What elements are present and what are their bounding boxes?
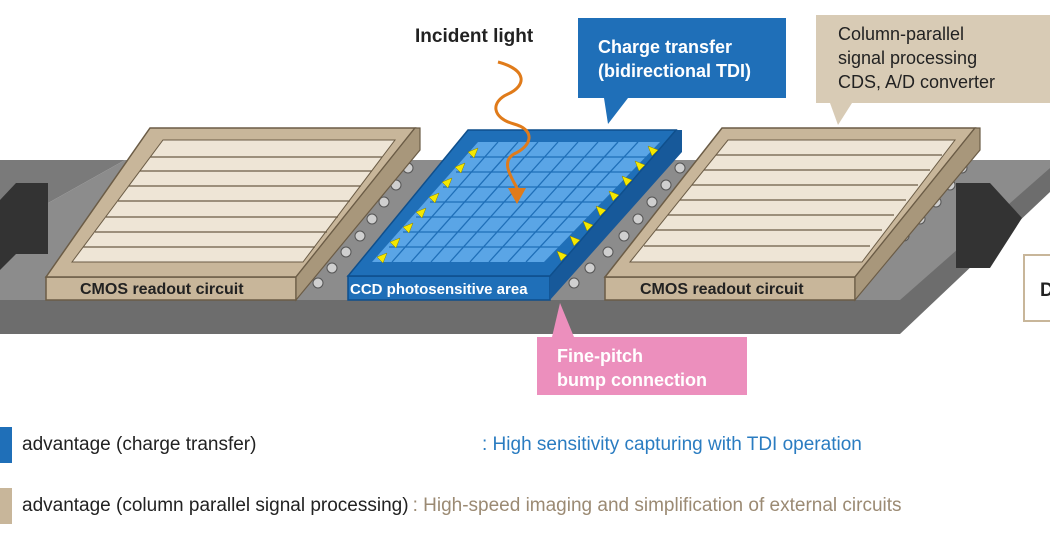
cmos-readout-label-left: CMOS readout circuit <box>80 281 244 298</box>
column-parallel-label-line1: Column-parallel <box>838 24 964 44</box>
column-parallel-label-line2: signal processing <box>838 48 977 68</box>
structure-diagram: Incident light Charge transfer (bidirect… <box>0 15 1050 395</box>
legend-result-ccd: : High sensitivity capturing with TDI op… <box>482 434 862 455</box>
left-arrow-icon <box>0 183 48 270</box>
cmos-readout-block-left <box>44 127 421 302</box>
transfer-direction-triangles <box>376 145 659 264</box>
charge-transfer-callout <box>578 18 786 124</box>
legend-advantage-cmos: advantage (column parallel signal proces… <box>22 495 409 516</box>
incident-light-arrowhead-icon <box>508 188 526 204</box>
cut-off-box-letter: D <box>1040 280 1050 301</box>
column-parallel-callout <box>816 15 1050 125</box>
charge-transfer-label-line2: (bidirectional TDI) <box>598 61 751 81</box>
fine-pitch-label-line1: Fine-pitch <box>557 346 643 366</box>
legend-row-cmos: advantage (column parallel signal proces… <box>0 486 902 526</box>
cmos-readout-label-right: CMOS readout circuit <box>640 281 804 298</box>
legend-row-ccd: advantage (charge transfer) : High sensi… <box>0 425 862 465</box>
bump-connections-left <box>312 162 414 289</box>
charge-transfer-label-line1: Charge transfer <box>598 37 732 57</box>
incident-light-wave-icon <box>494 60 531 191</box>
cmos-readout-block-right <box>603 127 981 302</box>
cut-off-box <box>1023 254 1050 322</box>
legend-advantage-ccd: advantage (charge transfer) <box>22 434 257 455</box>
legend-swatch-cmos <box>0 488 12 524</box>
fine-pitch-label-line2: bump connection <box>557 370 707 390</box>
column-parallel-label-line3: CDS, A/D converter <box>838 72 995 92</box>
legend-result-cmos: : High-speed imaging and simplification … <box>412 495 902 516</box>
incident-light-label: Incident light <box>415 26 534 47</box>
legend-swatch-ccd <box>0 427 12 463</box>
ccd-area-label: CCD photosensitive area <box>350 281 528 298</box>
right-arrow-icon <box>956 183 1022 268</box>
fine-pitch-callout <box>537 303 747 395</box>
